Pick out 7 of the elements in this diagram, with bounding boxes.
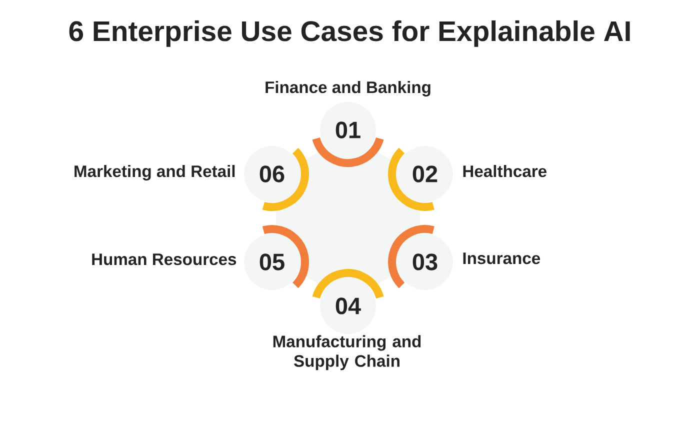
case-label: Marketing and Retail xyxy=(74,164,235,180)
case-label: Finance and Banking xyxy=(266,80,430,96)
case-label: Healthcare xyxy=(463,164,546,178)
case-label: Human Resources xyxy=(92,254,236,266)
case-label: Insurance xyxy=(463,252,540,264)
title: 6 Enterprise Use Cases for Explainable AI xyxy=(69,20,630,47)
case-label: Manufacturing and Supply Chain xyxy=(273,335,421,370)
